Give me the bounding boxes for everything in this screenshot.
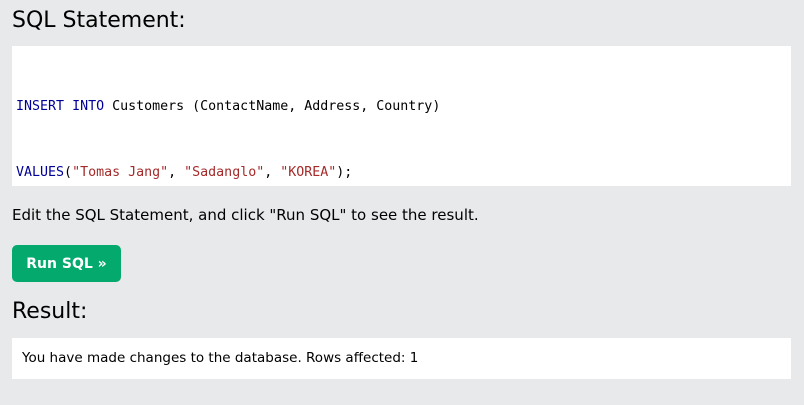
- string-country: "KOREA": [280, 165, 337, 180]
- keyword-into: INTO: [72, 99, 105, 114]
- sql-editor[interactable]: INSERT INTO Customers (ContactName, Addr…: [12, 46, 791, 186]
- code-line-1: INSERT INTO Customers (ContactName, Addr…: [16, 96, 787, 118]
- string-address: "Sadanglo": [184, 165, 265, 180]
- code-table-columns: Customers (ContactName, Address, Country…: [104, 99, 441, 114]
- code-paren-open: (: [64, 165, 73, 180]
- code-comma: ,: [168, 165, 185, 180]
- code-line-2: VALUES("Tomas Jang", "Sadanglo", "KOREA"…: [16, 162, 787, 184]
- result-panel: You have made changes to the database. R…: [12, 338, 791, 379]
- code-space: [64, 99, 72, 114]
- result-message: You have made changes to the database. R…: [22, 350, 419, 366]
- result-heading: Result:: [12, 299, 88, 324]
- instructions-text: Edit the SQL Statement, and click "Run S…: [12, 206, 479, 224]
- code-comma: ,: [264, 165, 281, 180]
- code-paren-close: );: [336, 165, 353, 180]
- sql-statement-heading: SQL Statement:: [12, 8, 186, 33]
- run-sql-button[interactable]: Run SQL »: [12, 245, 121, 282]
- keyword-insert: INSERT: [16, 99, 65, 114]
- string-contactname: "Tomas Jang": [72, 165, 169, 180]
- keyword-values: VALUES: [16, 165, 65, 180]
